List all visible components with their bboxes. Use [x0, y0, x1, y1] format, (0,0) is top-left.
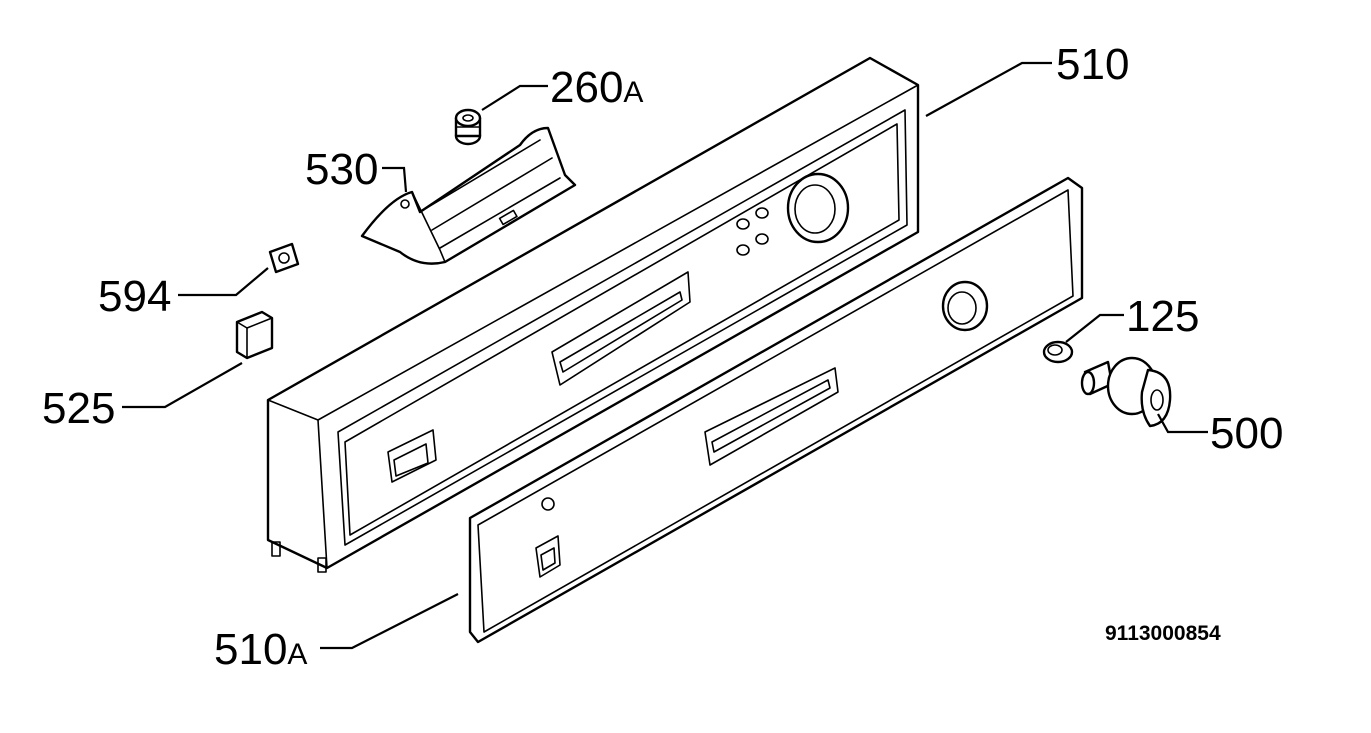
leader-260a [481, 84, 548, 111]
part-510-control-panel-housing [266, 56, 920, 573]
part-594-clip [268, 242, 300, 274]
leader-510 [925, 61, 1052, 117]
part-530-bracket [360, 126, 577, 265]
callout-510a: 510A [214, 625, 307, 674]
callout-510: 510 [1056, 40, 1129, 89]
leader-125 [1065, 313, 1124, 343]
callout-525: 525 [42, 384, 115, 433]
part-500-knob [1080, 356, 1172, 428]
callout-labels: 510 260A 530 594 525 125 500 510A 911300… [42, 40, 1283, 674]
leader-500 [1157, 413, 1208, 434]
callout-530: 530 [305, 145, 378, 194]
part-125-spacer [1042, 340, 1074, 364]
part-525-switch-button [235, 310, 274, 360]
callout-125: 125 [1126, 292, 1199, 341]
leader-530 [382, 166, 408, 193]
leader-594 [178, 267, 269, 297]
leader-510a [320, 593, 459, 650]
part-510a-front-fascia [468, 176, 1084, 644]
reference-code: 9113000854 [1105, 622, 1221, 645]
callout-260a: 260A [550, 63, 643, 112]
part-260a-grommet [454, 108, 482, 146]
leader-lines [122, 61, 1208, 650]
callout-500: 500 [1210, 409, 1283, 458]
callout-594: 594 [98, 272, 171, 321]
leader-525 [122, 362, 243, 409]
